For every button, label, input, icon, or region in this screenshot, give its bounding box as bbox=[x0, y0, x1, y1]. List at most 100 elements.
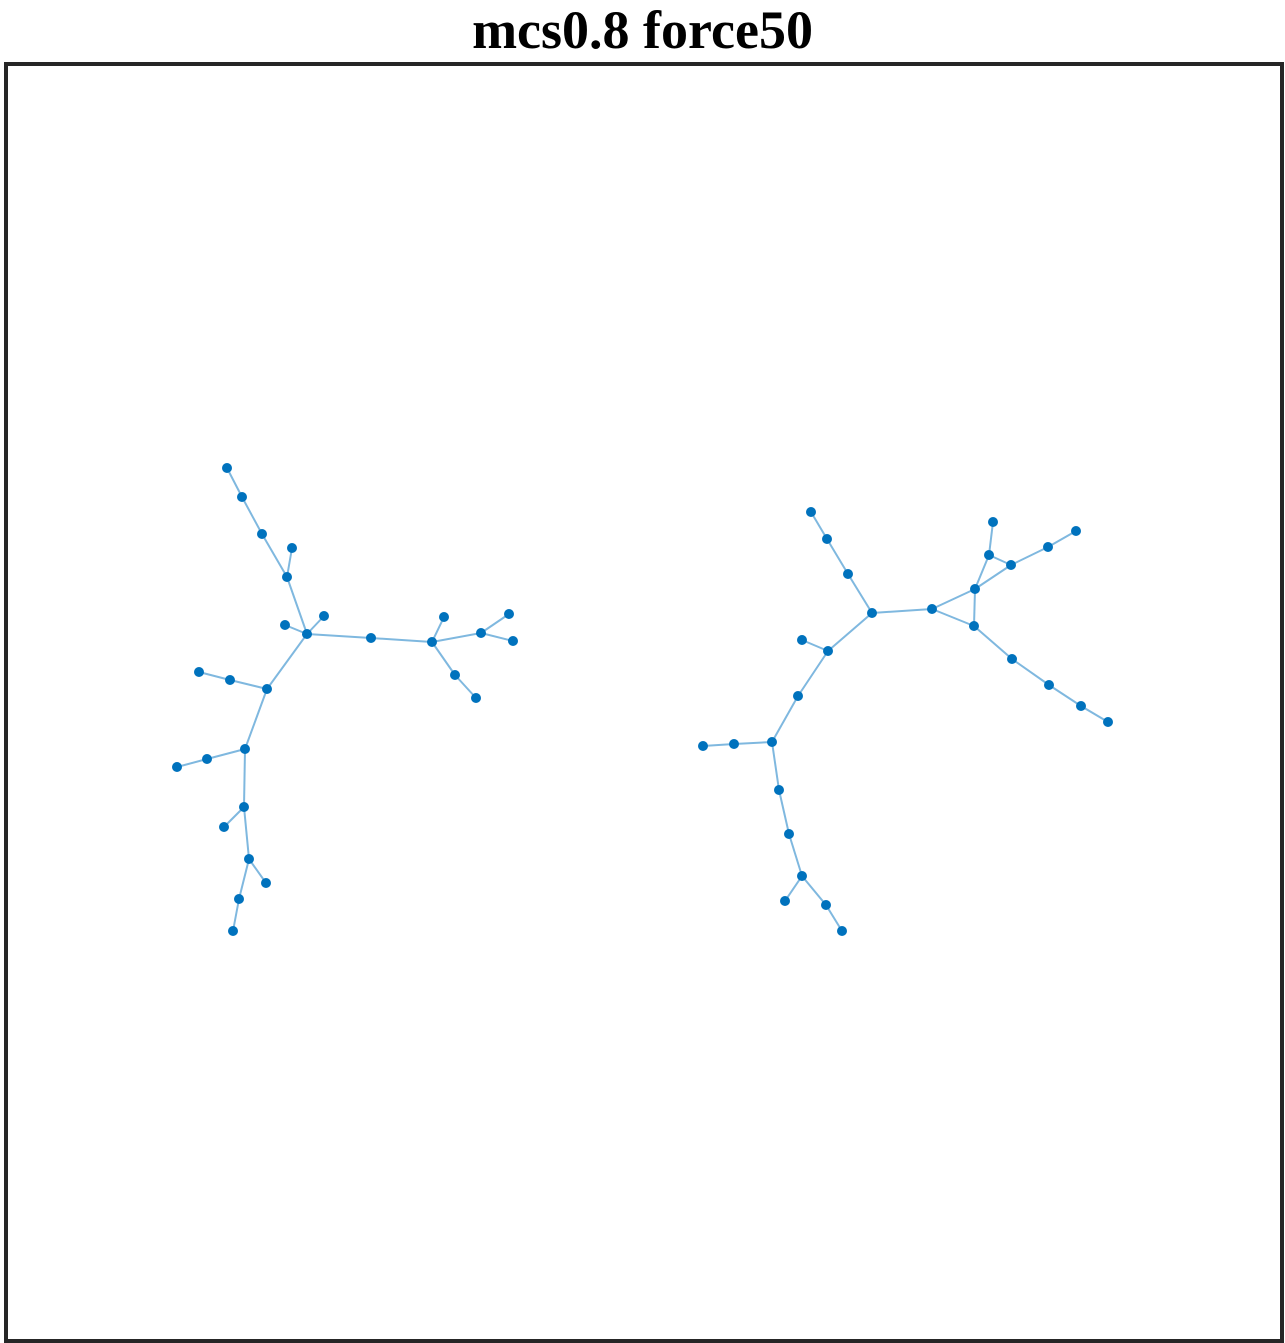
graph-edge-b6-b7 bbox=[973, 588, 976, 627]
graph-node-b8 bbox=[984, 550, 994, 560]
graph-node-a20 bbox=[240, 744, 250, 754]
graph-edge-b4-b5 bbox=[871, 608, 933, 614]
graph-edge-b4-b18 bbox=[827, 612, 873, 652]
graph-edge-a1-a2 bbox=[226, 467, 243, 498]
graph-edge-a8-a9 bbox=[306, 633, 372, 639]
graph-node-b25 bbox=[797, 871, 807, 881]
graph-edge-a9-a10 bbox=[370, 637, 433, 643]
graph-node-a13 bbox=[504, 609, 514, 619]
graph-edge-a23-a25 bbox=[243, 806, 250, 860]
graph-edge-a18-a19 bbox=[198, 671, 231, 681]
graph-edge-b1-b2 bbox=[810, 511, 828, 540]
graph-edge-a27-a28 bbox=[232, 898, 240, 932]
graph-node-b27 bbox=[821, 900, 831, 910]
graph-edge-a2-a3 bbox=[241, 496, 263, 535]
graph-edge-b23-b24 bbox=[778, 789, 790, 835]
graph-node-a3 bbox=[257, 529, 267, 539]
graph-edge-b20-b23 bbox=[771, 741, 780, 791]
graph-node-a18 bbox=[225, 675, 235, 685]
graph-node-a15 bbox=[450, 670, 460, 680]
graph-node-a19 bbox=[194, 667, 204, 677]
graph-node-a10 bbox=[427, 637, 437, 647]
graph-node-b4 bbox=[867, 608, 877, 618]
graph-edge-b11-b12 bbox=[1047, 530, 1077, 548]
graph-node-a9 bbox=[366, 633, 376, 643]
graph-edge-b5-b6 bbox=[931, 588, 976, 610]
graph-node-a12 bbox=[476, 628, 486, 638]
graph-edge-a5-a8 bbox=[286, 576, 308, 635]
graph-node-a7 bbox=[280, 620, 290, 630]
graph-edge-b21-b22 bbox=[702, 743, 735, 747]
graph-edge-a17-a20 bbox=[244, 688, 268, 750]
graph-edge-b15-b16 bbox=[1080, 705, 1109, 723]
graph-edge-b3-b4 bbox=[847, 573, 873, 614]
graph-node-a25 bbox=[244, 854, 254, 864]
graph-node-b26 bbox=[780, 896, 790, 906]
graph-node-b20 bbox=[767, 737, 777, 747]
graph-node-b3 bbox=[843, 569, 853, 579]
graph-node-b5 bbox=[927, 604, 937, 614]
graph-edge-a3-a5 bbox=[261, 533, 288, 578]
graph-edge-a10-a12 bbox=[431, 632, 482, 643]
plot-frame bbox=[4, 62, 1284, 1343]
graph-node-b12 bbox=[1071, 526, 1081, 536]
graph-node-a27 bbox=[234, 894, 244, 904]
graph-edge-b14-b15 bbox=[1048, 684, 1082, 707]
graph-edge-a10-a15 bbox=[431, 641, 456, 676]
graph-node-a1 bbox=[222, 463, 232, 473]
graph-node-b14 bbox=[1044, 680, 1054, 690]
graph-node-a21 bbox=[202, 754, 212, 764]
graph-node-a16 bbox=[471, 693, 481, 703]
graph-edge-b20-b21 bbox=[733, 741, 773, 745]
graph-node-a11 bbox=[439, 612, 449, 622]
graph-node-b2 bbox=[822, 534, 832, 544]
graph-edge-b5-b7 bbox=[931, 608, 975, 627]
graph-node-a22 bbox=[172, 762, 182, 772]
graph-node-a26 bbox=[261, 878, 271, 888]
graph-edge-a17-a18 bbox=[229, 679, 268, 690]
graph-node-b16 bbox=[1103, 717, 1113, 727]
graph-node-b17 bbox=[797, 635, 807, 645]
graph-node-b15 bbox=[1076, 701, 1086, 711]
graph-node-b9 bbox=[988, 517, 998, 527]
graph-node-a28 bbox=[228, 926, 238, 936]
graph-node-b11 bbox=[1043, 542, 1053, 552]
graph-node-a24 bbox=[219, 822, 229, 832]
graph-edge-b25-b26 bbox=[784, 875, 803, 902]
graph-node-b13 bbox=[1007, 654, 1017, 664]
graph-node-b21 bbox=[729, 739, 739, 749]
graph-edge-a12-a13 bbox=[480, 613, 510, 634]
graph-edge-a20-a23 bbox=[243, 748, 246, 808]
graph-nodes bbox=[172, 463, 1113, 936]
graph-node-b7 bbox=[969, 621, 979, 631]
graph-edge-b18-b19 bbox=[797, 650, 829, 697]
graph-node-b18 bbox=[823, 646, 833, 656]
graph-edge-b13-b14 bbox=[1011, 658, 1050, 686]
graph-edge-b25-b27 bbox=[801, 875, 827, 906]
graph-node-a17 bbox=[262, 684, 272, 694]
graph-node-b10 bbox=[1006, 560, 1016, 570]
graph-node-b1 bbox=[806, 507, 816, 517]
graph-node-b28 bbox=[837, 926, 847, 936]
graph-edge-b24-b25 bbox=[788, 833, 803, 877]
graph-node-b24 bbox=[784, 829, 794, 839]
graph-edge-a8-a17 bbox=[266, 633, 308, 690]
graph-node-a6 bbox=[319, 611, 329, 621]
graph-edge-a21-a22 bbox=[176, 758, 208, 768]
graph-edge-b19-b20 bbox=[771, 695, 799, 743]
graph-edge-b27-b28 bbox=[825, 904, 843, 932]
graph-node-b19 bbox=[793, 691, 803, 701]
graph-node-a23 bbox=[239, 802, 249, 812]
graph-edge-b10-b11 bbox=[1010, 546, 1049, 566]
graph-node-a4 bbox=[287, 543, 297, 553]
graph-node-a14 bbox=[508, 636, 518, 646]
graph-edge-b2-b3 bbox=[826, 538, 849, 575]
graph-edges bbox=[176, 467, 1109, 932]
graph-node-a5 bbox=[282, 572, 292, 582]
graph-edge-a15-a16 bbox=[454, 674, 477, 699]
graph-edge-a12-a14 bbox=[480, 632, 514, 642]
diagram-title: mcs0.8 force50 bbox=[472, 0, 813, 60]
graph-edge-a25-a27 bbox=[238, 858, 250, 900]
graph-edge-b6-b10 bbox=[974, 564, 1012, 590]
